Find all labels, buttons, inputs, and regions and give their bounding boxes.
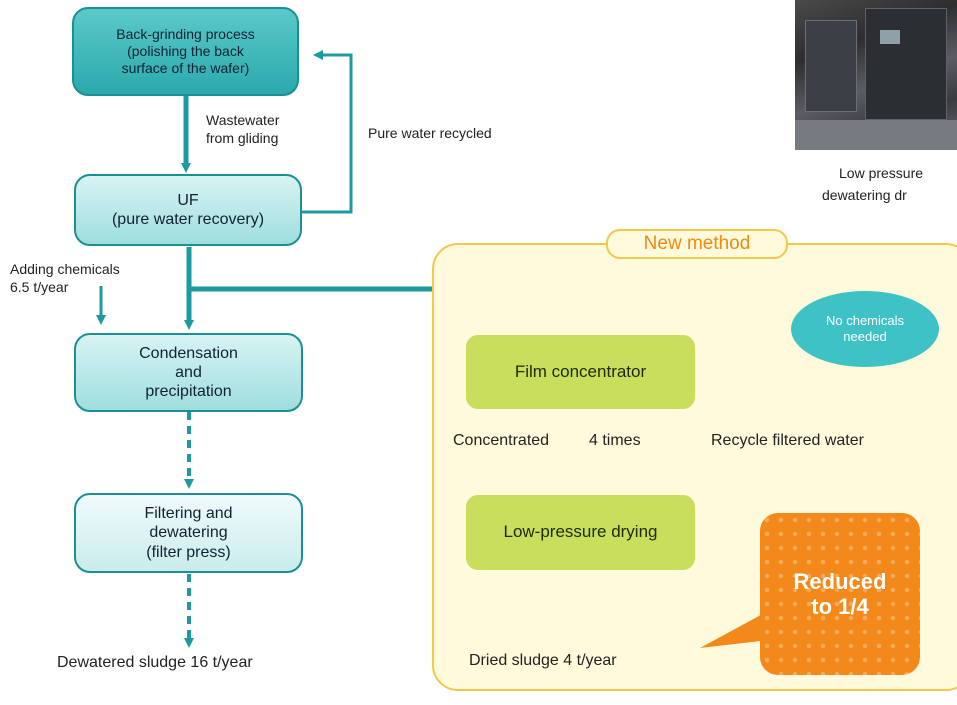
arrow-pure-water-recycled [301,50,353,214]
uf-box: UF (pure water recovery) [74,174,302,246]
low-pressure-drying-box: Low-pressure drying [466,495,695,570]
concentrated-label: Concentrated [453,432,550,449]
adding-chemicals-label: Adding chemicals 6.5 t/year [10,261,120,296]
photo-caption: Low pressure dewatering dr [822,165,924,203]
wastewater-label: Wastewater from gliding [206,112,280,147]
equipment-photo [795,0,957,150]
pure-water-recycled-label: Pure water recycled [368,125,492,141]
recycle-water-label: Recycle filtered water [711,432,864,449]
filtering-box: Filtering and dewatering (filter press) [74,493,303,573]
new-method-title: New method [606,229,788,259]
film-concentrator-box: Film concentrator [466,335,695,409]
back-grinding-box: Back-grinding process (polishing the bac… [72,7,299,96]
condensation-box: Condensation and precipitation [74,333,303,412]
dewatered-sludge-label: Dewatered sludge 16 t/year [57,654,253,671]
no-chemicals-badge: No chemicals needed [791,291,939,367]
reduced-callout: Reduced to 1/4 [760,513,920,675]
dried-sludge-label: Dried sludge 4 t/year [469,652,617,669]
concentrated-times-label: 4 times [589,432,641,449]
